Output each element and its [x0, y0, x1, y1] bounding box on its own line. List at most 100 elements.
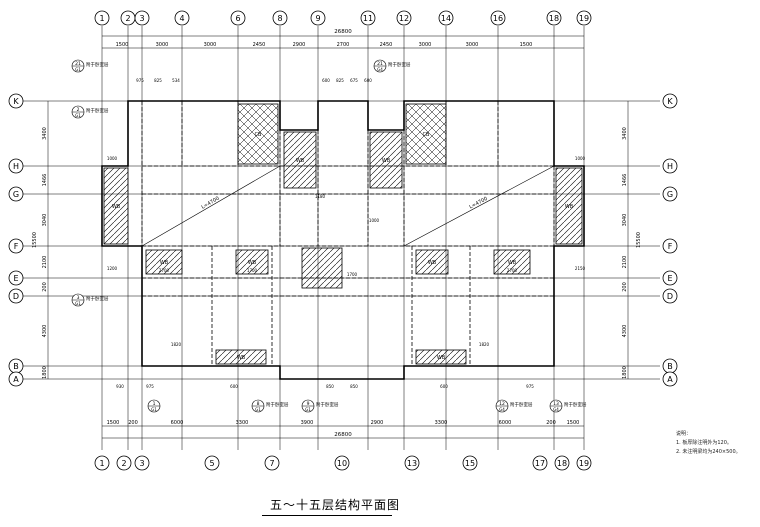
side-dim: 1466	[42, 174, 48, 187]
ref-top-2-note: 附于卧室层	[388, 61, 411, 68]
axis-left-K-label: K	[13, 97, 19, 106]
local-dim-bottom: 1820	[479, 342, 490, 347]
local-dim-mid: 1000	[369, 218, 380, 223]
axis-bottom-5-label: 5	[209, 459, 214, 468]
side-dim: 1800	[42, 366, 48, 379]
slab-wb-5	[215, 349, 267, 365]
slab-wb-6	[415, 349, 467, 365]
axis-right-E-circle	[662, 270, 678, 286]
side-dim: 2100	[42, 256, 48, 269]
ref-bottom-2-sheet: G1	[255, 407, 261, 412]
local-dim-top: 675	[350, 78, 358, 83]
axis-right-D-circle	[662, 288, 678, 304]
side-dim: 1466	[622, 174, 628, 187]
axis-left-H-circle	[8, 158, 24, 174]
exterior-wall	[101, 100, 585, 380]
axis-right-K-circle	[662, 93, 678, 109]
axis-right-A-label: A	[667, 375, 673, 384]
axis-left-B-label: B	[13, 362, 19, 371]
axis-bottom-18-circle	[554, 455, 570, 471]
top-dim: 1500	[116, 42, 129, 48]
axis-right-F-circle	[662, 238, 678, 254]
ref-bottom-5-num: 13	[553, 401, 559, 407]
room-label: WB	[508, 260, 517, 266]
title-underline	[262, 515, 392, 516]
bottom-dim: 200	[546, 420, 556, 426]
axis-bottom-13-label: 13	[407, 459, 417, 468]
axis-bottom-5-circle	[204, 455, 220, 471]
bottom-dim: 6000	[499, 420, 512, 426]
axis-bottom-19-circle	[576, 455, 592, 471]
axis-top-19-circle	[576, 10, 592, 26]
ref-top-2-sheet: G4	[377, 67, 383, 72]
legend: 说明： 1. 板厚除注明外为120。 2. 未注明梁均为240×500。	[676, 430, 741, 457]
ref-bottom-1-num: 1	[153, 401, 156, 407]
axis-bottom-10-circle	[334, 455, 350, 471]
local-dim-mid: 1000	[107, 156, 118, 161]
axis-bottom-17-label: 17	[535, 459, 545, 468]
ref-left-1-sheet: G1	[75, 113, 81, 118]
room-label: WB	[437, 355, 446, 361]
ref-bottom-4-sheet: G4	[499, 407, 505, 412]
ref-bottom-2-note: 附于卧室层	[266, 401, 289, 408]
local-dim-top: 975	[136, 78, 144, 83]
ref-bottom-4-num: 12	[499, 401, 505, 407]
slab-cb-right	[405, 103, 447, 165]
axis-bottom-3-label: 3	[139, 459, 144, 468]
local-dim-mid: 2150	[575, 266, 586, 271]
axis-top-3-label: 3	[139, 14, 144, 23]
legend-heading: 说明：	[676, 431, 692, 437]
local-dim-mid: 2700	[507, 268, 518, 273]
top-dim: 2450	[253, 42, 266, 48]
axis-top-18-label: 18	[549, 14, 559, 23]
axis-right-D-label: D	[667, 292, 673, 301]
room-label: WB	[112, 204, 121, 210]
room-label: WB	[428, 260, 437, 266]
ref-bottom-3-num: 9	[307, 401, 310, 407]
axis-top-4-label: 4	[179, 14, 184, 23]
side-dim: 1800	[622, 366, 628, 379]
axis-right-E-label: E	[667, 274, 672, 283]
axis-bottom-2-label: 2	[121, 459, 126, 468]
axis-top-6-label: 6	[235, 14, 240, 23]
axis-left-A-circle	[8, 371, 24, 387]
room-label: WB	[382, 158, 391, 164]
axis-right-B-label: B	[667, 362, 673, 371]
local-dim-bottom: 975	[526, 384, 534, 389]
side-total-right: 15500	[636, 232, 642, 248]
slab-wb-4	[493, 249, 531, 275]
axis-top-14-circle	[438, 10, 454, 26]
axis-left-G-label: G	[13, 190, 19, 199]
slab-wb-right	[555, 167, 583, 245]
local-dim-top: 600	[322, 78, 330, 83]
ref-bottom-2-num: 8	[257, 401, 260, 407]
axis-right-H-circle	[662, 158, 678, 174]
top-overall-dim: 26800	[334, 29, 352, 35]
bottom-dim: 3300	[236, 420, 249, 426]
bottom-dim: 200	[128, 420, 138, 426]
axis-bottom-7-circle	[264, 455, 280, 471]
ref-bottom-1-sheet: G1	[151, 407, 157, 412]
local-dim-bottom: 850	[350, 384, 358, 389]
ref-left-1-num: 2	[77, 107, 80, 113]
slab-wb-2	[235, 249, 269, 275]
local-dim-bottom: 975	[146, 384, 154, 389]
axis-top-1-circle	[94, 10, 110, 26]
axis-bottom-18-label: 18	[557, 459, 567, 468]
side-dim: 3400	[42, 127, 48, 140]
top-dim: 3000	[204, 42, 217, 48]
room-label: WB	[296, 158, 305, 164]
ref-bottom-5-note: 附于卧室层	[564, 401, 587, 408]
slab-wb-1	[145, 249, 183, 275]
axis-left-F-circle	[8, 238, 24, 254]
top-dim: 2900	[293, 42, 306, 48]
side-dim: 200	[622, 282, 628, 292]
axis-top-4-circle	[174, 10, 190, 26]
building-outline	[101, 100, 585, 380]
local-dim-bottom: 850	[326, 384, 334, 389]
top-dim: 1500	[520, 42, 533, 48]
slab-wb-left	[103, 167, 129, 245]
